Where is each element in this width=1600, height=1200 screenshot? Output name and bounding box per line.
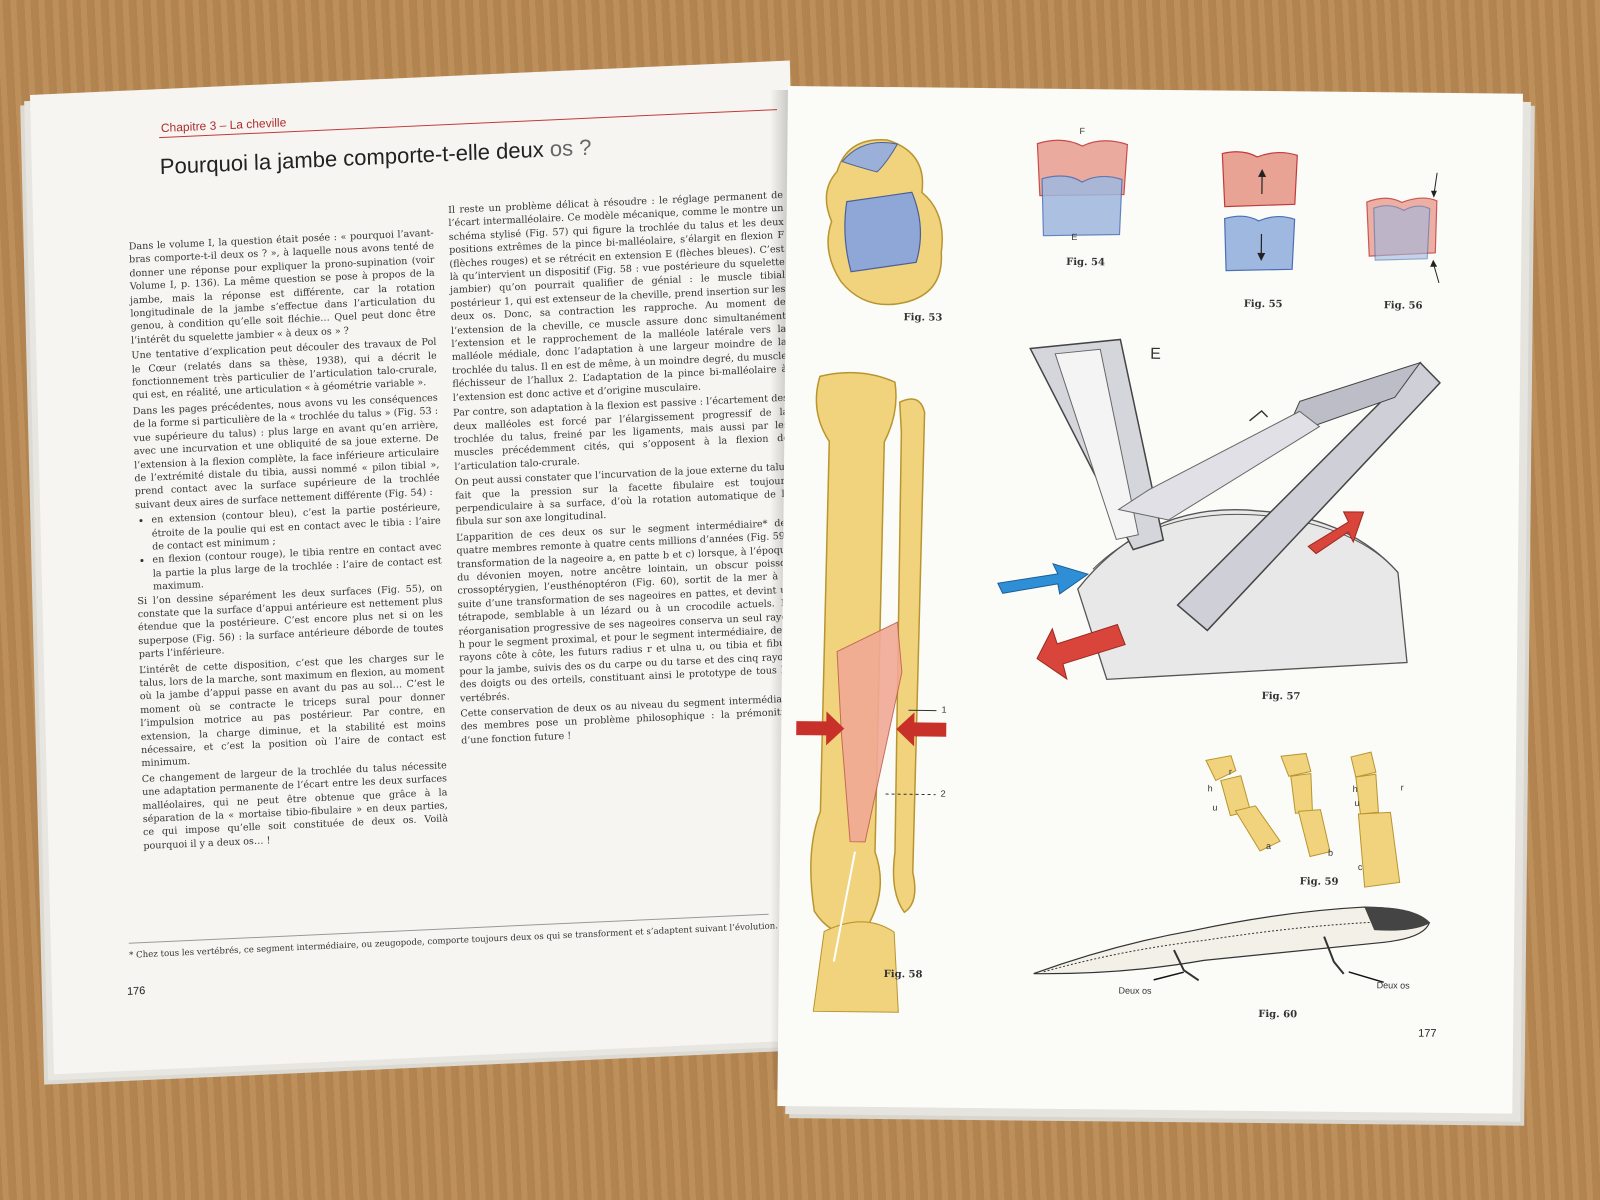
fig59-caption: Fig. 59: [1299, 876, 1339, 888]
paragraph: Si l’on dessine séparément les deux surf…: [137, 582, 444, 661]
fig60-eusthenopteron-skeleton: [1033, 906, 1431, 984]
fig57-caption: Fig. 57: [1261, 690, 1301, 703]
fig53-talus-illustration: [825, 139, 943, 306]
paragraph: Ce changement de largeur de la trochlée …: [141, 760, 449, 852]
fig60-label-deux-os-left: Deux os: [1118, 985, 1152, 996]
fig59-label-h: h: [1207, 783, 1213, 794]
fig57-mechanical-model: [997, 338, 1441, 681]
fig54-caption: Fig. 54: [1066, 256, 1106, 269]
fig60-caption: Fig. 60: [1258, 1008, 1298, 1021]
fig59-label-h2: h: [1352, 783, 1358, 795]
title-os: os ?: [549, 134, 592, 162]
page-title: Pourquoi la jambe comporte-t-elle deux o…: [160, 135, 592, 181]
paragraph: Par contre, son adaptation à la flexion …: [452, 392, 790, 473]
fig58-label-2: 2: [940, 788, 946, 799]
fig59-label-u: u: [1212, 802, 1218, 813]
fig59-label-c: c: [1357, 862, 1363, 873]
fig59-fin-to-limb: [1205, 751, 1401, 888]
left-page: Chapitre 3 – La cheville Pourquoi la jam…: [30, 60, 814, 1075]
fig58-caption: Fig. 58: [883, 969, 923, 981]
fig59-label-r2: r: [1400, 782, 1404, 793]
text-column-1: Dans le volume I, la question était posé…: [129, 227, 449, 856]
fig58-leg-skeleton: [796, 371, 947, 1013]
fig58-label-1: 1: [941, 704, 947, 715]
fig55-caption: Fig. 55: [1243, 298, 1283, 311]
fig56-caption: Fig. 56: [1383, 300, 1423, 312]
fig54-label-F: F: [1079, 126, 1086, 137]
fig59-label-u2: u: [1354, 797, 1360, 809]
paragraph: L’apparition de ces deux os sur le segme…: [456, 517, 795, 705]
fig60-label-deux-os-right: Deux os: [1376, 980, 1410, 991]
fig54-label-E: E: [1071, 231, 1078, 243]
bullet-list: en extension (contour bleu), c’est la pa…: [135, 501, 442, 595]
text-column-2: Il reste un problème délicat à résoudre …: [448, 189, 796, 750]
fig56-superposed-surfaces: [1366, 172, 1440, 283]
title-main: Pourquoi la jambe comporte-t-elle deux: [159, 136, 551, 180]
fig54-contact-surfaces: [1036, 139, 1129, 237]
fig57-label-E: E: [1150, 345, 1161, 363]
paragraph: Il reste un problème délicat à résoudre …: [448, 189, 788, 404]
fig53-caption: Fig. 53: [903, 312, 943, 324]
fig55-separate-surfaces: [1221, 151, 1298, 272]
fig59-label-a: a: [1266, 841, 1272, 852]
paragraph: Dans les pages précédentes, nous avons v…: [132, 392, 440, 512]
page-number-left: 176: [126, 985, 146, 998]
page-number-right: 177: [1418, 1027, 1437, 1040]
fig59-label-r: r: [1228, 766, 1232, 777]
fig59-label-b: b: [1327, 847, 1334, 858]
right-page: Fig. 53 F E Fig. 54 Fig. 55 Fig. 56: [777, 86, 1523, 1114]
paragraph: Dans le volume I, la question était posé…: [128, 227, 436, 347]
paragraph: L’intérêt de cette disposition, c’est qu…: [139, 650, 447, 770]
